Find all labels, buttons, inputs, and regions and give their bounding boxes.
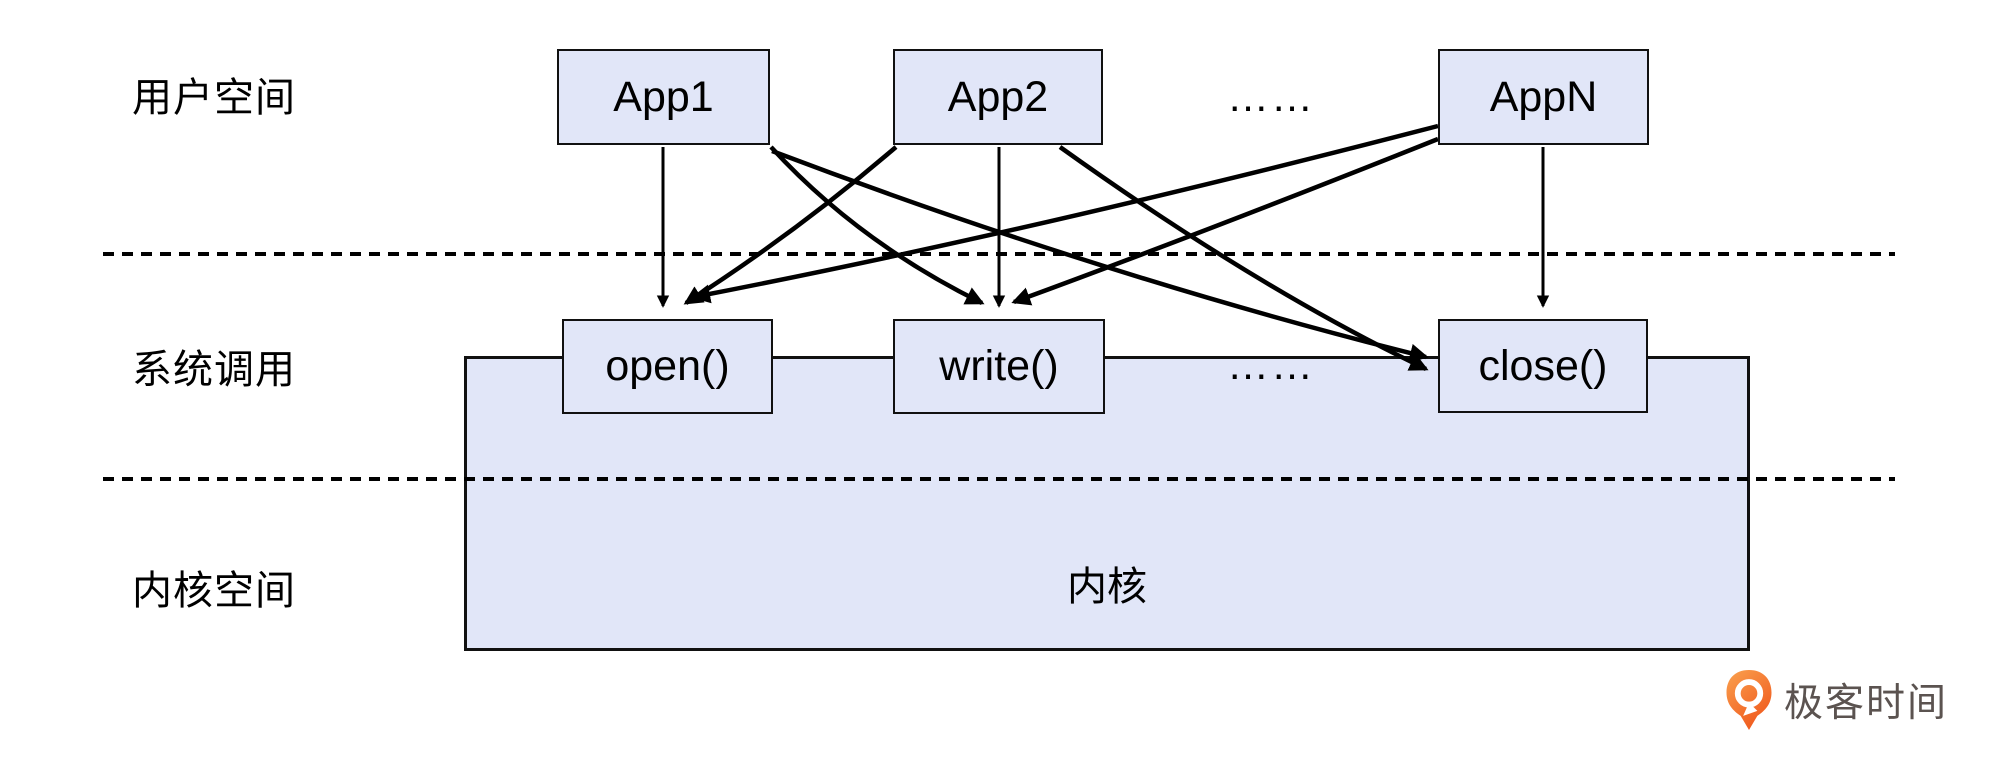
kernel-label: 内核 — [1067, 565, 1147, 609]
label-user-space: 用户空间 — [132, 76, 296, 120]
box-app2: App2 — [893, 49, 1103, 145]
box-close: close() — [1438, 319, 1648, 413]
box-write-label: write() — [939, 342, 1059, 390]
box-open-label: open() — [605, 342, 730, 390]
ellipsis-syscalls: …… — [1227, 341, 1315, 388]
edge-appn-write — [1011, 136, 1439, 306]
box-app1: App1 — [557, 49, 770, 145]
box-write: write() — [893, 319, 1105, 414]
label-system-call: 系统调用 — [132, 348, 296, 392]
edge-appn-open — [691, 123, 1439, 304]
box-app1-label: App1 — [613, 72, 714, 121]
edge-app2-close — [1058, 145, 1429, 372]
edge-app1-write — [769, 145, 985, 306]
box-appn-label: AppN — [1489, 72, 1598, 121]
box-app2-label: App2 — [947, 72, 1049, 121]
geektime-logo-text: 极客时间 — [1784, 682, 1949, 725]
geektime-logo-icon — [1726, 670, 1772, 730]
geektime-logo: 极客时间 — [1724, 668, 1948, 732]
box-open: open() — [562, 319, 773, 414]
ellipsis-apps: …… — [1227, 73, 1315, 120]
label-kernel-space: 内核空间 — [132, 569, 296, 613]
box-close-label: close() — [1478, 341, 1608, 390]
edge-app2-open — [683, 145, 898, 305]
box-appn: AppN — [1438, 49, 1649, 145]
